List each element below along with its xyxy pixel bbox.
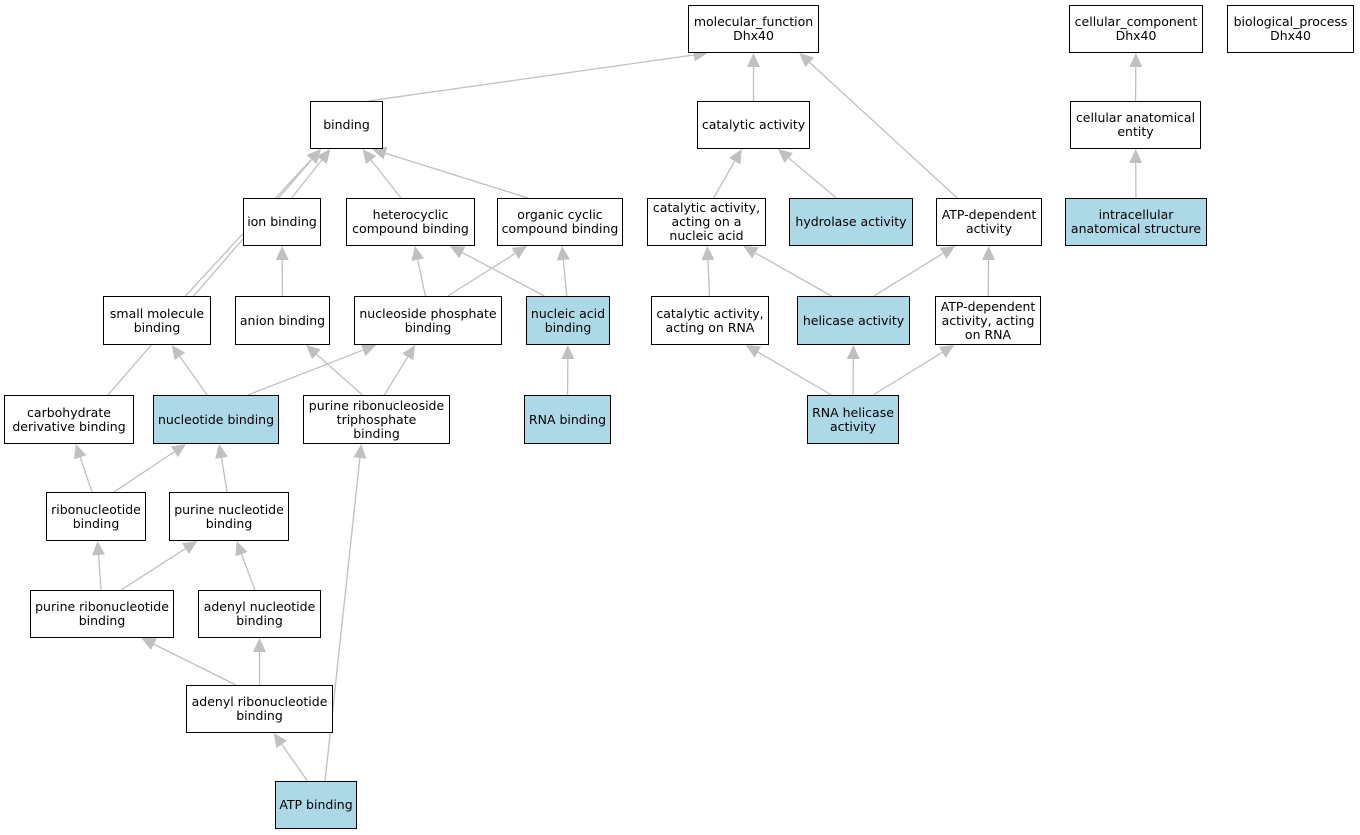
node-adenyl[interactable]: adenyl nucleotide binding xyxy=(198,590,321,638)
node-carbo[interactable]: carbohydrate derivative binding xyxy=(4,395,134,444)
arrowhead-icon xyxy=(799,53,815,68)
edge-purnuc-to-nucbind xyxy=(220,457,228,493)
arrowhead-icon xyxy=(253,638,266,652)
edge-adenyl-to-purnuc xyxy=(240,553,256,591)
edge-ribonuc-to-carbo xyxy=(79,457,93,493)
node-rnahel[interactable]: RNA helicase activity xyxy=(807,395,899,444)
edge-ion-to-binding xyxy=(291,159,323,199)
edge-nucbind-to-smallmol xyxy=(179,356,208,396)
node-atpdep-rna[interactable]: ATP-dependent activity, acting on RNA xyxy=(935,296,1041,345)
arrowhead-icon xyxy=(743,246,759,259)
edge-hydrolase-to-catalytic xyxy=(788,157,837,199)
node-catalytic[interactable]: catalytic activity xyxy=(697,101,810,149)
arrowhead-icon xyxy=(846,345,860,360)
node-rnabind[interactable]: RNA binding xyxy=(524,395,611,444)
node-nucbind[interactable]: nucleotide binding xyxy=(153,395,279,444)
node-atpdep[interactable]: ATP-dependent activity xyxy=(936,198,1042,246)
edge-nucphos-to-hetero xyxy=(417,259,427,297)
arrowhead-icon xyxy=(402,345,416,361)
edge-cat_nucleic-to-catalytic xyxy=(712,160,736,199)
arrowhead-icon xyxy=(170,444,186,458)
node-ribonuc[interactable]: ribonucleotide binding xyxy=(46,492,146,541)
node-cc[interactable]: cellular_component Dhx40 xyxy=(1069,5,1203,53)
edge-purribo-to-purnuc xyxy=(120,548,186,591)
arrowhead-icon xyxy=(360,344,377,357)
edge-atpdep-to-mf xyxy=(809,61,958,199)
edge-cat_rna-to-cat_nucleic xyxy=(707,259,711,297)
edge-nucbind-to-nucphos xyxy=(247,349,364,396)
arrowhead-icon xyxy=(561,345,575,360)
node-bp[interactable]: biological_process Dhx40 xyxy=(1227,5,1354,53)
arrowhead-icon xyxy=(939,246,956,259)
arrowhead-icon xyxy=(275,246,289,261)
arrowhead-icon xyxy=(982,246,996,261)
edge-nucacid-to-hetero xyxy=(461,251,545,297)
node-prntp[interactable]: purine ribonucleoside triphosphate bindi… xyxy=(303,395,450,444)
arrowhead-icon xyxy=(353,444,367,459)
node-adenylribo[interactable]: adenyl ribonucleotide binding xyxy=(186,685,333,733)
arrowhead-icon xyxy=(747,53,760,67)
arrowhead-icon xyxy=(306,149,321,164)
edge-prntp-to-nucphos xyxy=(383,356,409,396)
node-purnuc[interactable]: purine nucleotide binding xyxy=(169,492,289,541)
arrowhead-icon xyxy=(449,246,466,259)
arrowhead-icon xyxy=(1129,149,1143,164)
edge-helicase-to-atpdep xyxy=(873,252,944,297)
arrowhead-icon xyxy=(306,345,321,360)
arrowhead-icon xyxy=(729,149,742,165)
node-nucacid[interactable]: nucleic acid binding xyxy=(526,296,610,345)
node-helicase[interactable]: helicase activity xyxy=(797,296,910,345)
arrowhead-icon xyxy=(745,345,762,358)
edge-helicase-to-cat_nucleic xyxy=(755,252,832,297)
node-cat-nucleic[interactable]: catalytic activity, acting on a nucleic … xyxy=(647,198,766,246)
edge-purribo-to-ribonuc xyxy=(97,554,102,591)
edge-nucphos-to-organic xyxy=(447,252,516,297)
edge-adenylribo-to-purribo xyxy=(153,643,237,686)
arrowhead-icon xyxy=(372,146,388,160)
arrowhead-icon xyxy=(1129,53,1143,68)
arrowhead-icon xyxy=(171,345,186,361)
arrowhead-icon xyxy=(511,246,527,259)
arrowhead-icon xyxy=(556,246,570,261)
arrowhead-icon xyxy=(235,541,248,557)
edge-ribonuc-to-nucbind xyxy=(113,451,175,493)
node-smallmol[interactable]: small molecule binding xyxy=(103,296,211,345)
node-ion[interactable]: ion binding xyxy=(243,198,321,246)
arrowhead-icon xyxy=(273,733,288,749)
arrowhead-icon xyxy=(215,444,228,459)
edge-organic-to-binding xyxy=(385,152,529,199)
edge-carbo-to-binding xyxy=(107,159,313,396)
node-purribo[interactable]: purine ribonucleotide binding xyxy=(30,590,174,638)
arrowhead-icon xyxy=(411,246,425,262)
edge-rnahel-to-cat_rna xyxy=(757,351,832,396)
arrowhead-icon xyxy=(938,345,955,358)
node-atp[interactable]: ATP binding xyxy=(275,781,357,829)
node-mf[interactable]: molecular_function Dhx40 xyxy=(688,5,819,53)
arrowhead-icon xyxy=(92,541,106,556)
edge-nucacid-to-organic xyxy=(562,259,568,297)
arrowhead-icon xyxy=(181,541,198,555)
edge-rnahel-to-atpdep_rna xyxy=(872,351,943,396)
edge-prntp-to-anion xyxy=(316,353,363,396)
node-cae[interactable]: cellular anatomical entity xyxy=(1070,101,1201,149)
arrowhead-icon xyxy=(777,149,793,163)
edge-binding-to-mf xyxy=(368,54,694,102)
node-cat-rna[interactable]: catalytic activity, acting on RNA xyxy=(651,296,769,345)
node-binding[interactable]: binding xyxy=(310,101,383,149)
node-ias[interactable]: intracellular anatomical structure xyxy=(1065,198,1207,246)
edge-atp-to-adenylribo xyxy=(281,744,309,782)
edge-hetero-to-binding xyxy=(370,159,402,199)
node-hetero[interactable]: heterocyclic compound binding xyxy=(346,198,475,246)
arrowhead-icon xyxy=(141,638,157,651)
arrowhead-icon xyxy=(362,149,377,165)
arrowhead-icon xyxy=(74,444,87,460)
node-hydrolase[interactable]: hydrolase activity xyxy=(789,198,913,246)
node-anion[interactable]: anion binding xyxy=(235,296,330,345)
arrowhead-icon xyxy=(701,246,715,261)
node-organic[interactable]: organic cyclic compound binding xyxy=(497,198,623,246)
node-nucphos[interactable]: nucleoside phosphate binding xyxy=(354,296,502,345)
arrowhead-icon xyxy=(316,149,331,165)
